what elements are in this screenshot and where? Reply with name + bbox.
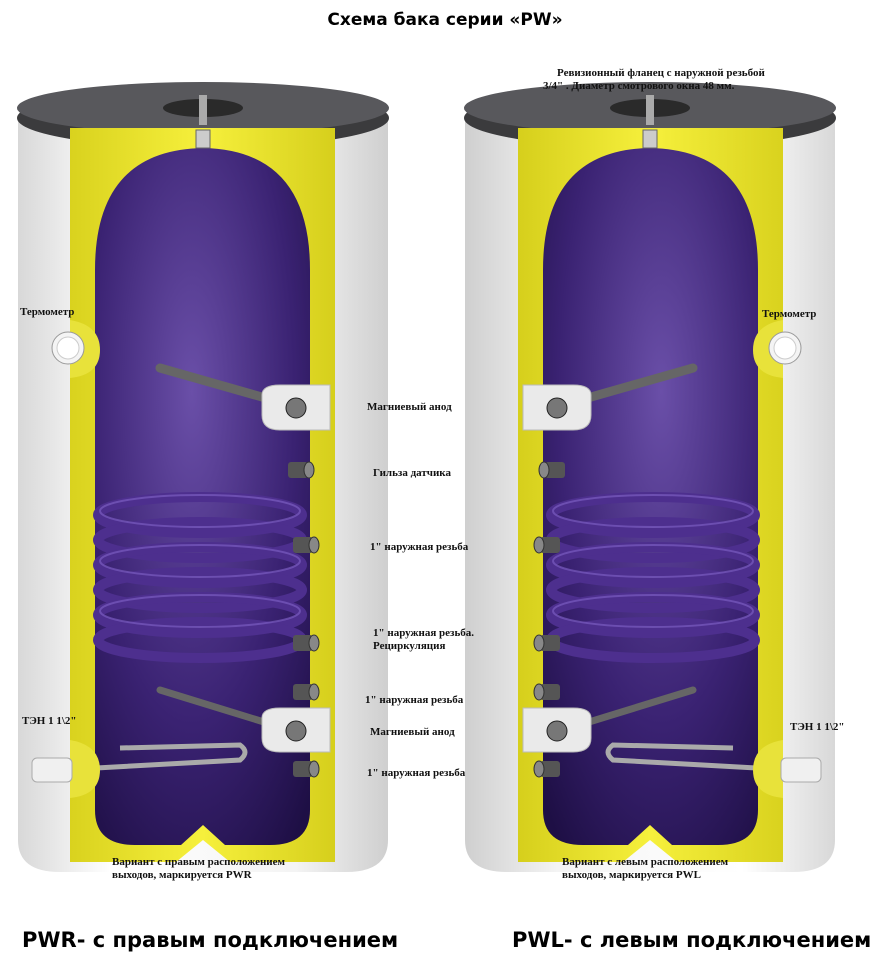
label-thread-2: 1" наружная резьба — [365, 694, 464, 706]
right-variant-line2: выходов, маркируется PWL — [562, 869, 701, 881]
left-thermometer-label: Термометр — [20, 306, 75, 318]
tank-pwl — [464, 82, 836, 872]
label-anode-bottom: Магниевый анод — [370, 726, 455, 738]
left-variant-line2: выходов, маркируется PWR — [112, 869, 252, 881]
caption-pwr: PWR- с правым подключением — [22, 928, 399, 952]
diagram-title: Схема бака серии «PW» — [327, 10, 563, 30]
left-heater-label: ТЭН 1 1\2" — [22, 715, 77, 727]
right-thermometer-label: Термометр — [762, 308, 817, 320]
label-thread-3: 1" наружная резьба — [367, 767, 466, 779]
label-thread-recirc-2: Рециркуляция — [373, 640, 446, 652]
caption-pwl: PWL- с левым подключением — [512, 928, 872, 952]
label-thread-recirc-1: 1" наружная резьба. — [373, 627, 475, 639]
right-heater-label: ТЭН 1 1\2" — [790, 721, 845, 733]
flange-note-line1: Ревизионный фланец с наружной резьбой — [557, 67, 765, 79]
label-thread-1: 1" наружная резьба — [370, 541, 469, 553]
left-variant-line1: Вариант с правым расположением — [112, 856, 285, 868]
tank-pwr — [17, 82, 389, 872]
right-variant-line1: Вариант с левым расположением — [562, 856, 729, 868]
flange-note-line2: 3/4" . Диаметр смотрового окна 48 мм. — [543, 80, 735, 92]
label-anode-top: Магниевый анод — [367, 401, 452, 413]
label-sensor-sleeve: Гильза датчика — [373, 467, 451, 479]
